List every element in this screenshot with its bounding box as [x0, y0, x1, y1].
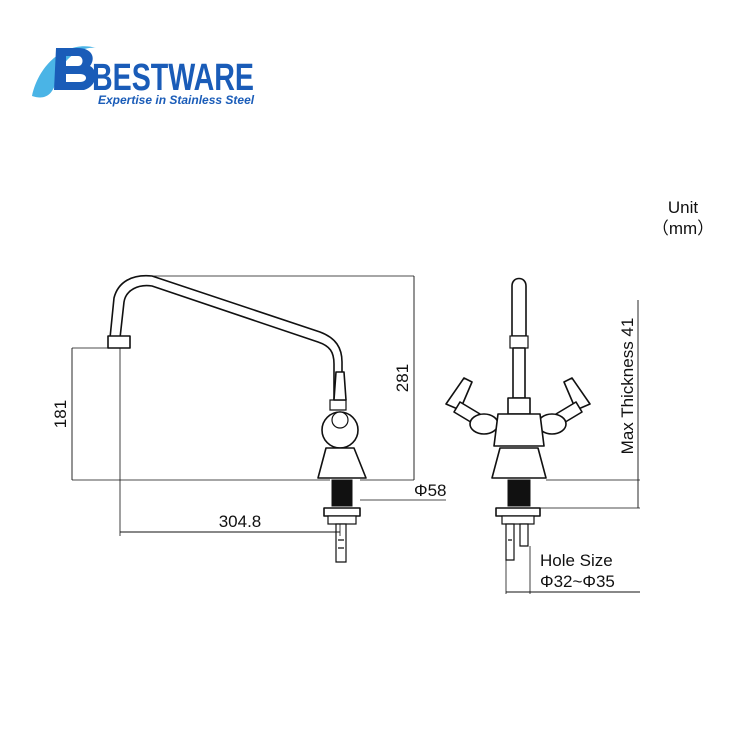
- front-spout-stem: [512, 347, 526, 399]
- dim-base-diameter: Φ58: [360, 481, 446, 501]
- dim-overall-height: 281: [152, 275, 415, 481]
- logo-tagline: Expertise in Stainless Steel: [98, 93, 255, 107]
- front-left-valve: [469, 413, 499, 435]
- front-left-lever-handle: [445, 377, 473, 411]
- dim-base-diameter-label: Φ58: [414, 481, 446, 500]
- front-inlet-tail-right: [519, 523, 529, 547]
- front-mounting-washer: [501, 515, 535, 525]
- front-mounting-nut: [495, 507, 541, 517]
- dim-hole-size: Hole Size Φ32~Φ35: [505, 546, 640, 594]
- side-spout-joint: [329, 399, 347, 411]
- dim-max-thickness: Max Thickness 41: [540, 300, 640, 509]
- front-spout-collar: [507, 397, 531, 415]
- dim-spout-reach-label: 304.8: [219, 512, 262, 531]
- side-spout-tube: [109, 274, 343, 403]
- front-central-hub: [493, 413, 545, 447]
- side-inlet-tail: [335, 523, 347, 563]
- front-spout-tube: [511, 277, 527, 337]
- front-spout-joint: [509, 335, 529, 349]
- side-lever-handle: [333, 371, 347, 401]
- front-right-lever-handle: [563, 377, 591, 411]
- faucet-front-view: [445, 277, 591, 561]
- front-inlet-tail-left: [505, 523, 515, 561]
- side-valve-inner: [331, 411, 349, 429]
- dim-spout-height: 181: [51, 347, 330, 481]
- dim-max-thickness-label: Max Thickness 41: [618, 318, 637, 455]
- side-mounting-washer: [327, 515, 357, 525]
- side-mounting-nut: [323, 507, 361, 517]
- side-faucet-body: [317, 447, 367, 479]
- front-faucet-body: [491, 447, 547, 479]
- unit-label: Unit: [668, 198, 699, 217]
- side-spout-tip: [107, 335, 131, 349]
- faucet-side-view: [107, 274, 367, 563]
- unit-value: （mm）: [652, 219, 714, 238]
- logo-b-icon: [54, 48, 96, 90]
- side-threaded-shank: [331, 479, 353, 507]
- dim-spout-height-label: 181: [51, 400, 70, 428]
- logo-swoosh-icon: [32, 46, 96, 98]
- logo-wordmark: BESTWARE: [92, 57, 254, 99]
- dim-hole-size-label: Hole Size: [540, 551, 613, 570]
- front-threaded-shank: [507, 479, 531, 507]
- dim-spout-reach: 304.8: [119, 348, 341, 536]
- dim-overall-height-label: 281: [393, 364, 412, 392]
- dim-hole-size-value: Φ32~Φ35: [540, 572, 615, 591]
- brand-logo: BESTWARE Expertise in Stainless Steel: [32, 46, 255, 107]
